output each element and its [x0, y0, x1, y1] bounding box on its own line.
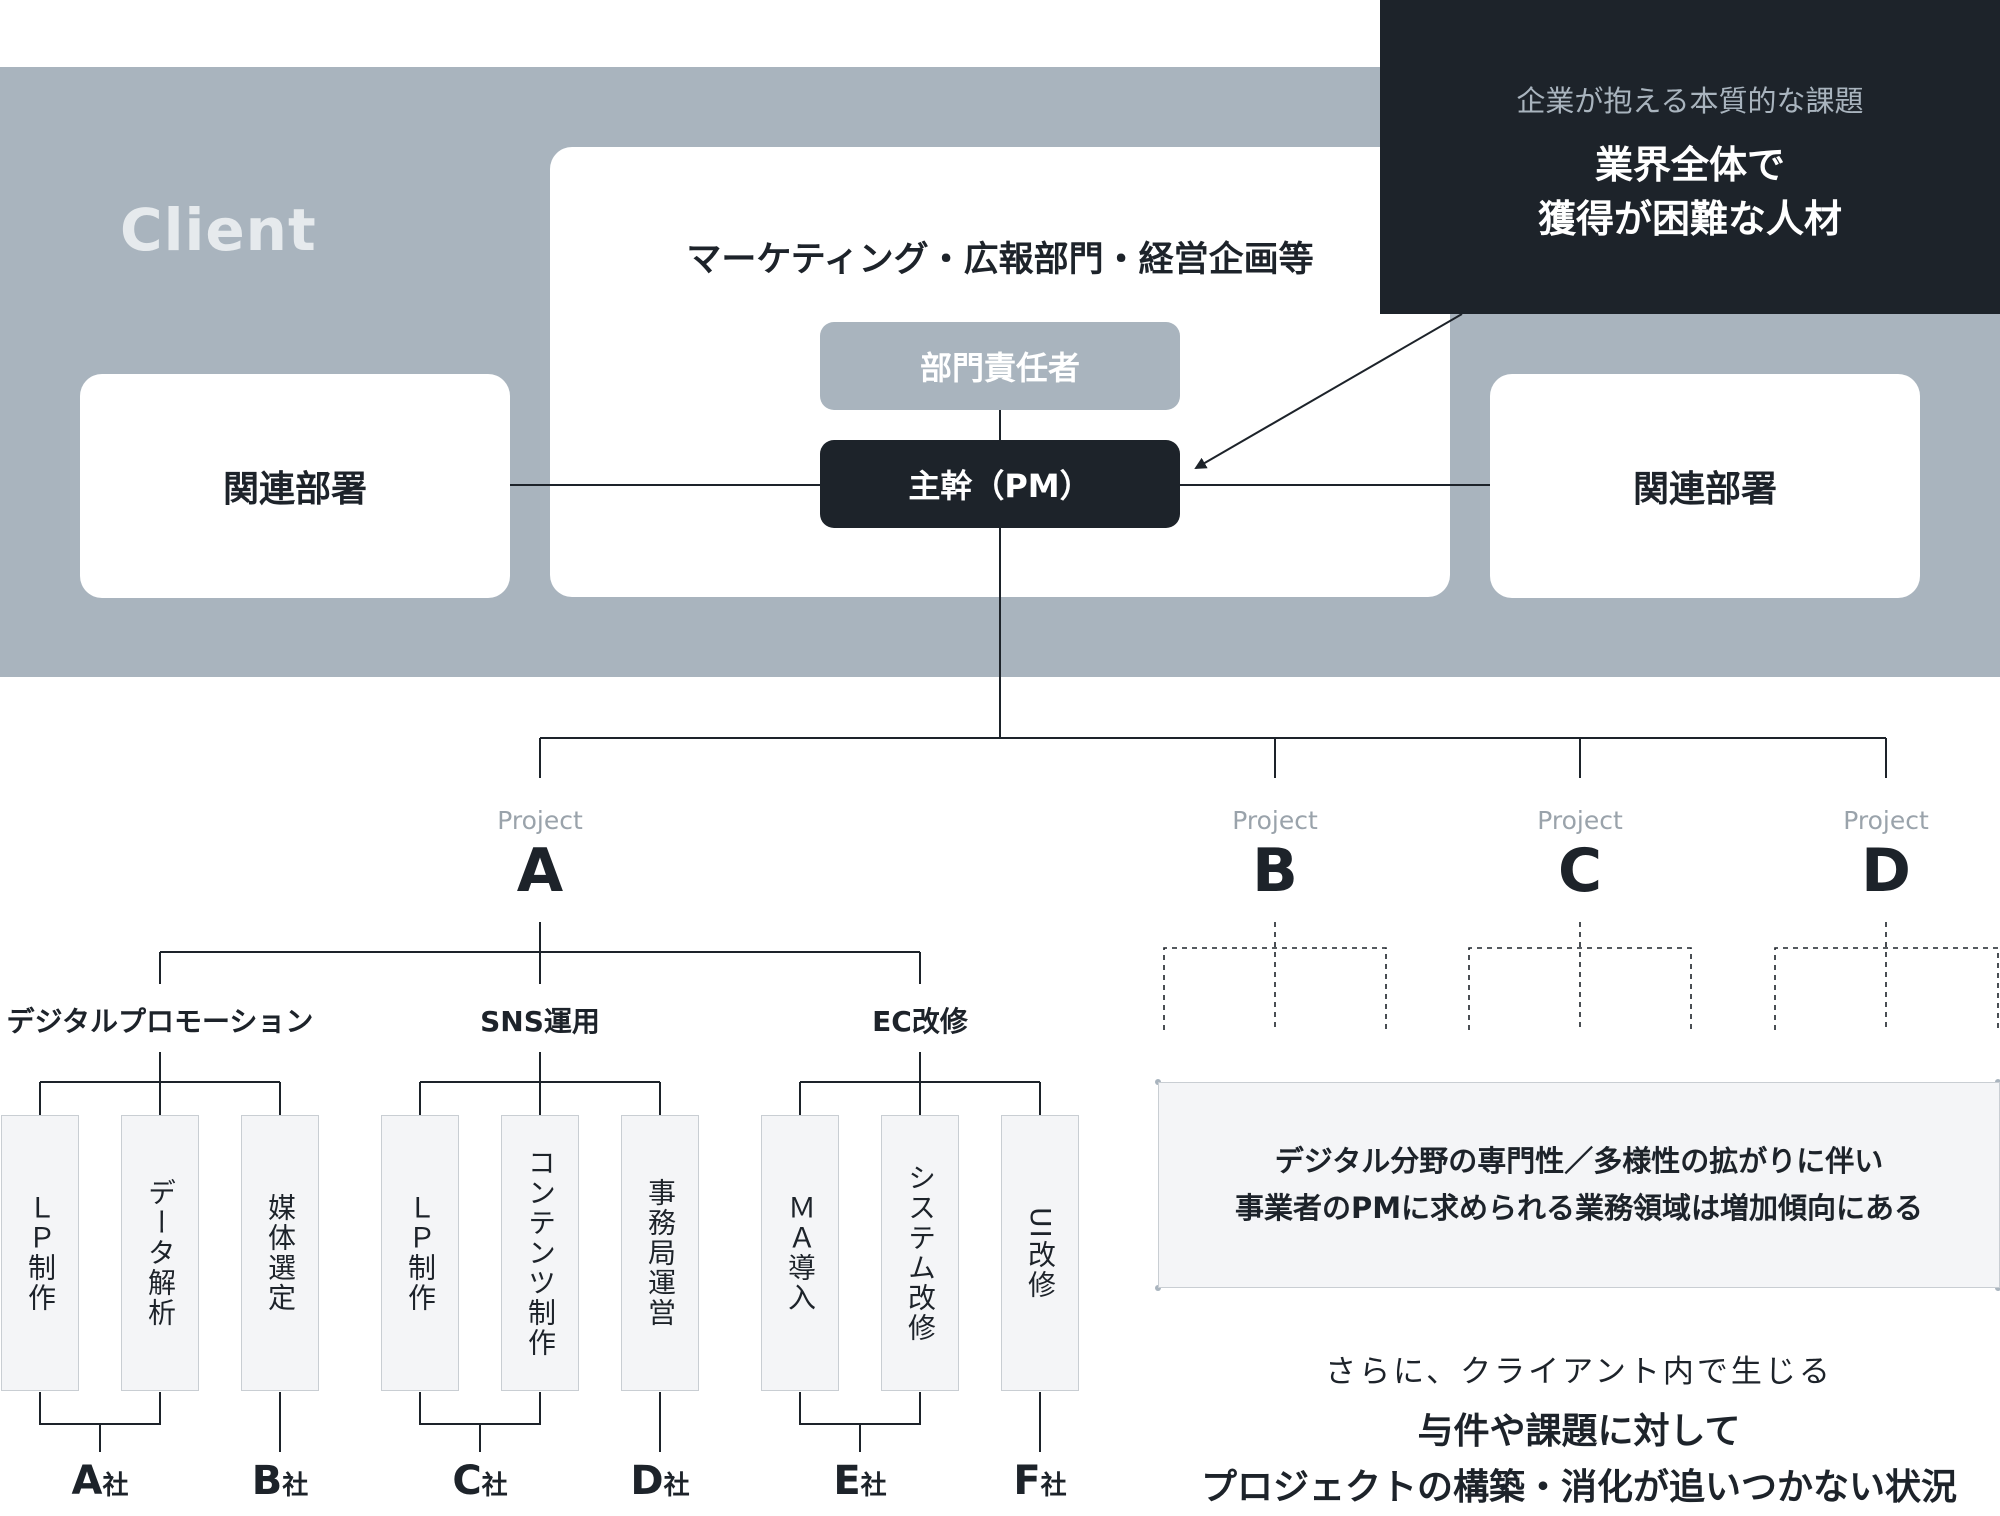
task-label: システム改修	[904, 1163, 937, 1343]
task-box: システム改修	[881, 1115, 959, 1391]
note-line-2: 事業者のPMに求められる業務領域は増加傾向にある	[1234, 1191, 1924, 1225]
issue-line-2: 獲得が困難な人材	[1537, 197, 1842, 241]
project-d-label: Project	[1843, 806, 1929, 835]
category-digital-promotion: デジタルプロモーション	[6, 1005, 314, 1038]
issue-line-1: 業界全体で	[1594, 143, 1785, 187]
project-c-letter: C	[1557, 836, 1603, 906]
task-label: 媒体選定	[264, 1193, 297, 1313]
project-a-letter: A	[516, 836, 564, 906]
project-c-label: Project	[1537, 806, 1623, 835]
project-b-letter: B	[1252, 836, 1298, 906]
task-label: UI改修	[1024, 1206, 1057, 1300]
issue-statement: 業界全体で 獲得が困難な人材	[1380, 138, 2000, 246]
category-sns: SNS運用	[480, 1005, 600, 1038]
company-b: B社	[251, 1458, 309, 1504]
issue-callout	[1380, 0, 2000, 314]
department-head-box: 部門責任者	[820, 322, 1180, 410]
note-line-1: デジタル分野の専門性／多様性の拡がりに伴い	[1274, 1144, 1884, 1178]
category-ec: EC改修	[872, 1005, 968, 1038]
issue-subtitle: 企業が抱える本質的な課題	[1516, 84, 1864, 118]
task-label: ＬＰ制作	[404, 1193, 437, 1313]
task-label: ＭＡ導入	[784, 1193, 817, 1313]
project-a-label: Project	[497, 806, 583, 835]
task-box: ＬＰ制作	[381, 1115, 459, 1391]
task-label: データ解析	[144, 1178, 177, 1328]
project-d-letter: D	[1861, 836, 1911, 906]
task-box: ＭＡ導入	[761, 1115, 839, 1391]
task-box: データ解析	[121, 1115, 199, 1391]
related-department-right: 関連部署	[1490, 374, 1920, 598]
company-e: E社	[833, 1458, 887, 1504]
task-label: コンテンツ制作	[524, 1148, 557, 1358]
task-box: コンテンツ制作	[501, 1115, 579, 1391]
company-d: D社	[630, 1458, 690, 1504]
project-b-label: Project	[1232, 806, 1318, 835]
company-a: A社	[71, 1458, 129, 1504]
task-box: 媒体選定	[241, 1115, 319, 1391]
task-label: 事務局運営	[644, 1178, 677, 1328]
task-label: ＬＰ制作	[24, 1193, 57, 1313]
client-label: Client	[120, 196, 317, 264]
task-box: UI改修	[1001, 1115, 1079, 1391]
furthermore-text: さらに、クライアント内で生じる	[1325, 1354, 1833, 1390]
pm-box: 主幹（PM）	[820, 440, 1180, 528]
conclusion-text: 与件や課題に対して プロジェクトの構築・消化が追いつかない状況	[1158, 1404, 2000, 1516]
note-box: デジタル分野の専門性／多様性の拡がりに伴い 事業者のPMに求められる業務領域は増…	[1158, 1082, 2000, 1288]
task-box: ＬＰ制作	[1, 1115, 79, 1391]
related-department-left: 関連部署	[80, 374, 510, 598]
company-c: C社	[452, 1458, 508, 1504]
department-title: マーケティング・広報部門・経営企画等	[686, 239, 1314, 280]
conclusion-line-1: 与件や課題に対して	[1417, 1411, 1741, 1452]
company-f: F社	[1013, 1458, 1067, 1504]
task-box: 事務局運営	[621, 1115, 699, 1391]
conclusion-line-2: プロジェクトの構築・消化が追いつかない状況	[1200, 1467, 1957, 1508]
